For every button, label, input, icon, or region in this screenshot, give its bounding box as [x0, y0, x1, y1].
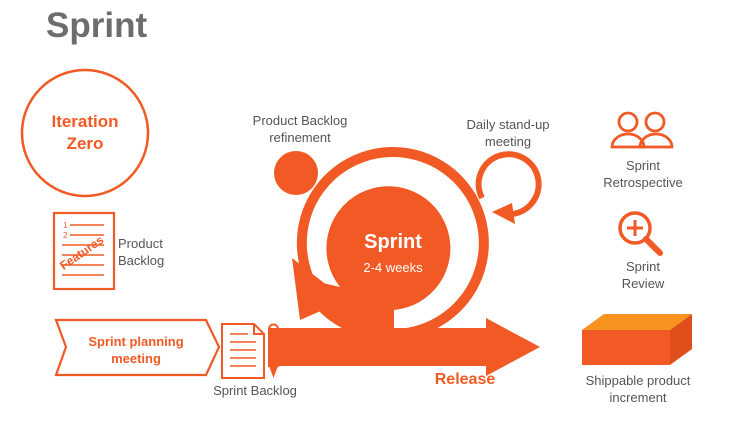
svg-text:1: 1 — [63, 221, 68, 230]
release-arrow-head — [486, 318, 540, 376]
svg-text:2: 2 — [63, 231, 68, 240]
cycle-duration: 2-4 weeks — [363, 260, 423, 275]
sprint-planning-label: Sprint planning meeting — [88, 334, 184, 366]
iteration-zero-circle — [20, 68, 150, 198]
product-backlog-label: Product Backlog — [118, 236, 165, 268]
sprint-backlog-label: Sprint Backlog — [213, 383, 297, 398]
cycle-title: Sprint — [364, 231, 422, 253]
refinement-dot — [274, 151, 318, 195]
daily-standup-arrow-icon — [492, 203, 515, 224]
box-icon — [582, 314, 692, 365]
retrospective-label: Sprint Retrospective — [603, 158, 683, 190]
people-icon — [610, 111, 674, 149]
daily-standup-label: Daily stand-up meeting — [466, 117, 550, 149]
page-title: Sprint — [46, 6, 148, 45]
increment-label: Shippable product increment — [585, 373, 691, 405]
iteration-zero-label: Iteration Zero — [51, 112, 119, 153]
release-label: Release — [434, 371, 496, 388]
sprint-cycle-arrow-icon — [292, 258, 346, 320]
product-backlog-icon: 1 2 Features — [52, 211, 116, 291]
magnifier-plus-icon — [618, 211, 663, 256]
daily-standup-loop — [475, 151, 542, 217]
review-label: Sprint Review — [621, 259, 665, 291]
refinement-label: Product Backlog refinement — [252, 113, 348, 145]
sprint-planning-chevron — [54, 318, 221, 377]
